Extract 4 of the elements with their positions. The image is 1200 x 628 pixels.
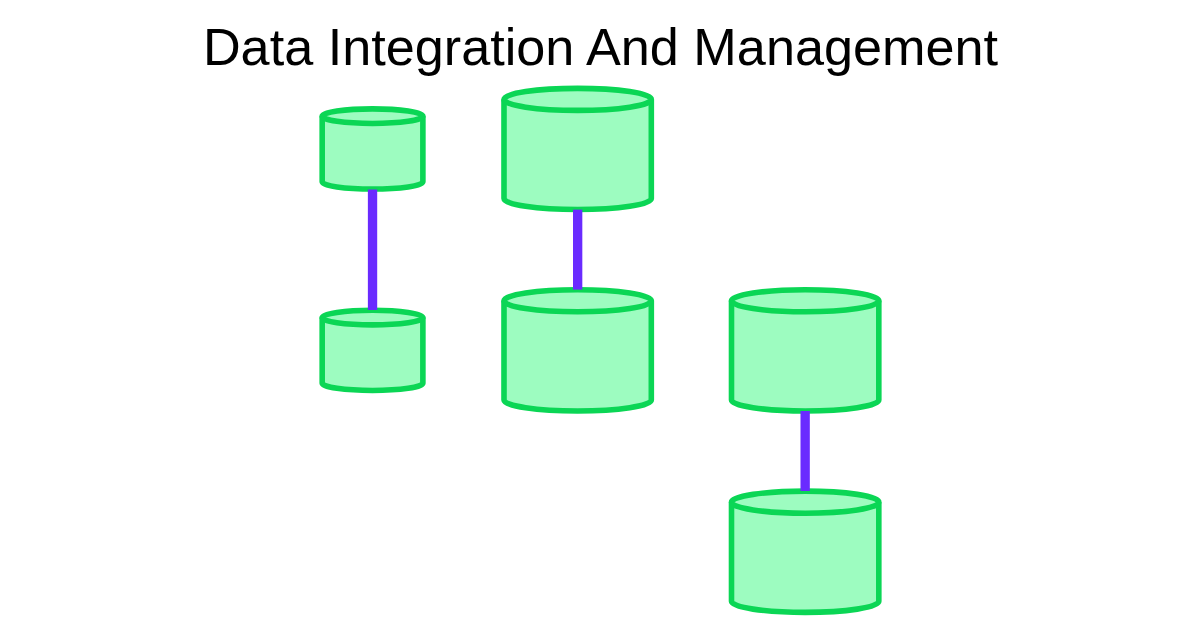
diagram-title: Data Integration And Management (202, 17, 998, 76)
connector (367, 189, 377, 310)
connector (572, 209, 582, 290)
connector (800, 411, 810, 491)
